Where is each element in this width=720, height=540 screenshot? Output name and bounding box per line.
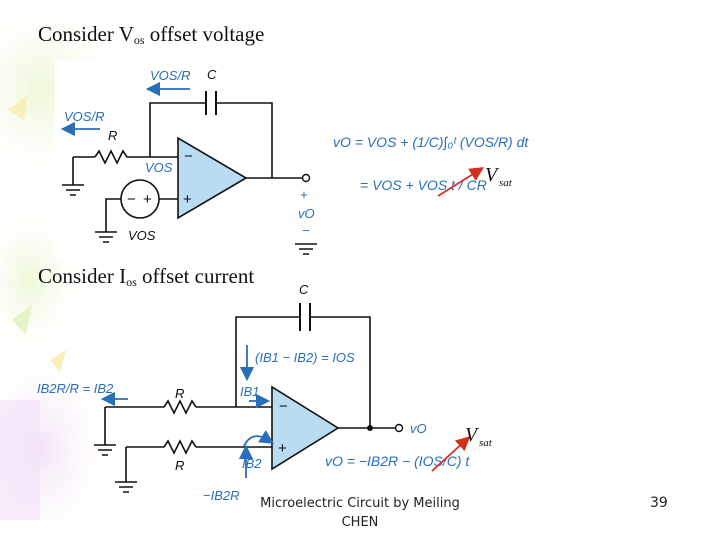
opamp1-minus-sign: −	[184, 148, 193, 165]
vos-source-plus: +	[143, 191, 152, 208]
vsat-sub-2: sat	[479, 437, 493, 449]
equation1-line1: vO = VOS + (1/C)∫₀ᵗ (VOS/R) dt	[333, 134, 529, 151]
output-vo-label-2: vO	[410, 421, 427, 436]
resistor2-top-label: R	[175, 386, 184, 401]
vos-node-label-1: VOS	[145, 160, 173, 175]
equation1-line2: = VOS + VOS t / CR	[360, 177, 487, 193]
heading-offset-current: Consider Ios offset current	[38, 264, 254, 290]
input-current-label-1: VOS/R	[64, 109, 104, 124]
output-vo-label-1: vO	[298, 206, 315, 221]
heading-offset-current-sub: os	[126, 275, 137, 289]
vsat-label-1: V	[485, 164, 500, 186]
feedback-wire-1	[149, 102, 273, 178]
output-plus-1: +	[300, 187, 308, 202]
bg-leaf	[50, 350, 66, 372]
output-terminal-2	[394, 423, 404, 433]
vos-source-label-1: VOS	[128, 228, 156, 243]
saturation-arrow-2	[431, 436, 471, 472]
circuit-offset-current: − + C (IB1 − IB2) = IOS R IB2R/R = IB2 I…	[37, 282, 493, 503]
ib2-label: IB2	[242, 456, 262, 471]
opamp-2	[271, 385, 340, 471]
capacitor1-label: C	[207, 67, 217, 82]
ib2-curve-arrow	[243, 430, 275, 447]
ground-2b	[115, 481, 137, 493]
opamp2-plus-sign: +	[278, 440, 287, 457]
inverting-wire-2	[104, 406, 272, 445]
left-current-label: IB2R/R = IB2	[37, 381, 114, 396]
heading-offset-voltage: Consider Vos offset voltage	[38, 22, 264, 48]
circuit1-panel	[55, 60, 525, 258]
output-node-dot-2	[367, 425, 373, 431]
vsat-sub-1: sat	[499, 177, 513, 189]
saturation-arrow-1	[437, 167, 485, 197]
resistor2-bottom-label: R	[175, 458, 184, 473]
heading-offset-voltage-sub: os	[133, 33, 145, 47]
opamp-1	[177, 136, 248, 220]
output-terminal-1	[301, 173, 311, 183]
page-number: 39	[650, 495, 668, 511]
source-wire-1	[105, 198, 178, 232]
ground-1a	[62, 184, 84, 196]
ib-equation-label: (IB1 − IB2) = IOS	[255, 350, 355, 365]
bottom-current-label: −IB2R	[203, 488, 240, 503]
opamp2-minus-sign: −	[279, 398, 288, 415]
vos-source-1	[120, 179, 160, 219]
resistor1-label: R	[108, 128, 117, 143]
footer-caption: Microelectric Circuit by Meiling CHEN	[260, 496, 460, 530]
vos-source-minus: −	[127, 191, 136, 208]
bg-leaf	[8, 95, 28, 120]
ib1-label: IB1	[240, 384, 260, 399]
output-minus-1: −	[302, 223, 310, 238]
circuit-offset-voltage: − + C VOS/R R VOS/R VOS − + VOS	[55, 60, 529, 258]
heading-offset-voltage-suffix: offset voltage	[144, 22, 265, 46]
capacitor2-label: C	[299, 282, 309, 297]
heading-offset-current-suffix: offset current	[136, 264, 255, 288]
resistor-2-top	[163, 399, 197, 415]
bg-leaf	[12, 305, 32, 335]
ground-1b	[95, 231, 117, 243]
noninverting-wire-2	[125, 446, 272, 482]
ground-1c	[295, 243, 317, 255]
equation2: vO = −IB2R − (IOS/C) t	[325, 453, 470, 469]
resistor-2-bottom	[163, 439, 197, 455]
vsat-label-2: V	[465, 424, 480, 446]
feedback-current-label-1: VOS/R	[150, 68, 190, 83]
opamp1-plus-sign: +	[183, 191, 192, 208]
heading-offset-current-prefix: Consider I	[38, 264, 127, 288]
bg-stripe	[0, 400, 40, 520]
ground-2a	[94, 444, 116, 456]
heading-offset-voltage-prefix: Consider V	[38, 22, 134, 46]
inverting-wire-1	[72, 156, 178, 185]
feedback-wire-2	[235, 316, 371, 428]
resistor-1	[94, 149, 150, 165]
